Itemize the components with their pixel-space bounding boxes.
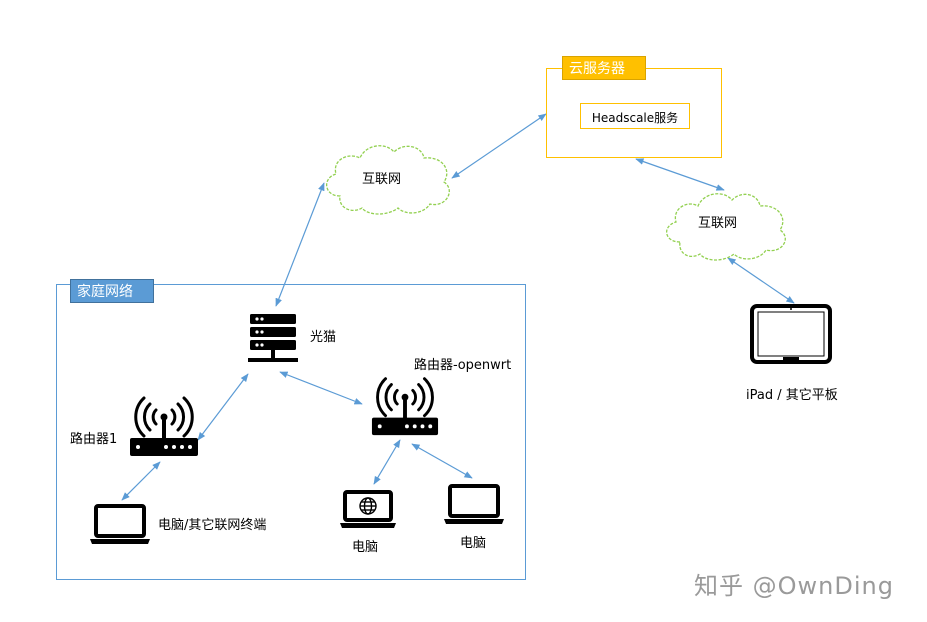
internet-cloud-right: 互联网 — [658, 186, 792, 262]
headscale-service-box: Headscale服务 — [580, 103, 690, 129]
cloud-server-title: 云服务器 — [562, 56, 646, 80]
modem-label: 光猫 — [310, 330, 337, 345]
home-network-group — [56, 284, 526, 580]
link-router1-laptop — [121, 461, 161, 501]
internet-cloud-left: 互联网 — [318, 138, 458, 216]
tablet-label: iPad / 其它平板 — [746, 388, 838, 403]
router-openwrt-label: 路由器-openwrt — [414, 358, 512, 373]
headscale-service-label: Headscale服务 — [591, 111, 679, 125]
laptop-icon — [90, 504, 150, 544]
watermark: 知乎 @OwnDing — [694, 572, 894, 600]
laptop-icon — [444, 484, 504, 524]
home-network-title: 家庭网络 — [70, 279, 154, 303]
laptop-plain-label: 电脑 — [460, 536, 487, 551]
link-internet-left-cloud-server — [451, 113, 547, 179]
cloud-icon — [666, 193, 786, 261]
internet-right-label: 互联网 — [698, 216, 738, 231]
link-cloud-server-internet-right — [635, 158, 725, 191]
laptop-globe-label: 电脑 — [352, 540, 379, 555]
cloud-icon — [326, 145, 450, 215]
laptop-terminal-label: 电脑/其它联网终端 — [158, 518, 267, 533]
router1-label: 路由器1 — [70, 432, 118, 447]
laptop-globe-icon — [340, 490, 396, 528]
link-openwrt-laptop-globe — [373, 439, 401, 485]
link-modem-internet-left — [275, 182, 325, 307]
internet-left-label: 互联网 — [362, 172, 402, 187]
wifi-router-icon — [130, 396, 198, 456]
link-internet-right-tablet — [727, 257, 795, 304]
link-modem-router1 — [197, 373, 249, 441]
wifi-router-icon — [371, 377, 439, 436]
tablet-icon — [750, 304, 832, 364]
link-modem-openwrt — [279, 371, 363, 405]
link-openwrt-laptop-plain — [411, 443, 473, 479]
server-icon — [248, 314, 298, 362]
